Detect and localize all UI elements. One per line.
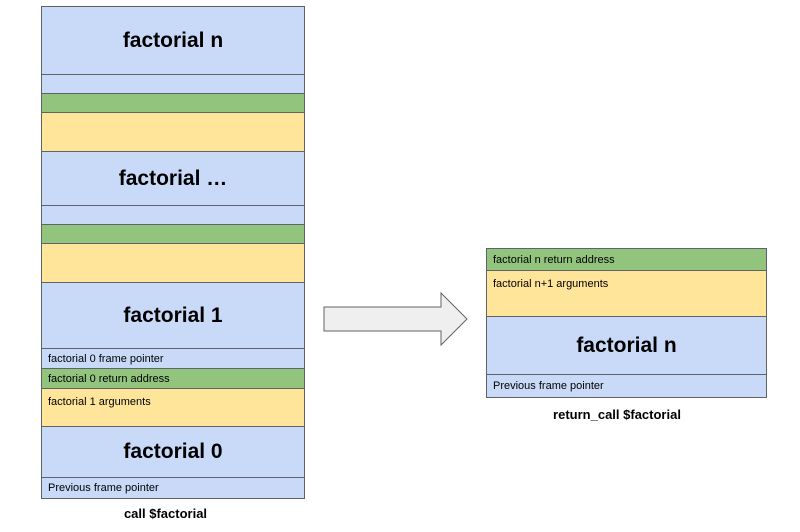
frame-factorial-ellipsis: factorial … — [41, 152, 305, 206]
frame-label: factorial 0 — [123, 440, 223, 463]
frame-label: factorial n — [122, 28, 224, 52]
return-address-slot — [41, 94, 305, 113]
frame-factorial-1: factorial 1 — [41, 283, 305, 349]
frame-factorial-n: factorial n — [486, 317, 767, 375]
frame-label: factorial … — [118, 166, 228, 190]
frame-pointer-slot — [41, 75, 305, 94]
frame-pointer-slot: factorial 0 frame pointer — [41, 349, 305, 369]
previous-frame-pointer-slot: Previous frame pointer — [41, 478, 305, 499]
right-caption: return_call $factorial — [553, 407, 681, 422]
slot-label: Previous frame pointer — [48, 482, 159, 494]
previous-frame-pointer-slot: Previous frame pointer — [486, 375, 767, 398]
slot-label: factorial n+1 arguments — [493, 278, 609, 290]
tail-call-stack-diagram: factorial n return address factorial n+1… — [486, 248, 767, 398]
frame-label: factorial n — [576, 333, 677, 357]
slot-label: Previous frame pointer — [493, 380, 604, 392]
left-caption: call $factorial — [123, 506, 208, 521]
slot-label: factorial 0 frame pointer — [48, 352, 164, 365]
arguments-slot — [41, 113, 305, 152]
arguments-slot: factorial 1 arguments — [41, 389, 305, 427]
frame-label: factorial 1 — [123, 303, 223, 327]
arguments-slot — [41, 244, 305, 283]
return-address-slot: factorial 0 return address — [41, 369, 305, 389]
call-stack-diagram: factorial n factorial … factorial 1 fact… — [41, 6, 305, 499]
arguments-slot: factorial n+1 arguments — [486, 271, 767, 317]
slot-label: factorial 0 return address — [48, 372, 170, 385]
frame-factorial-n: factorial n — [41, 6, 305, 75]
frame-factorial-0: factorial 0 — [41, 427, 305, 478]
slot-label: factorial n return address — [493, 253, 615, 266]
slot-label: factorial 1 arguments — [48, 396, 151, 408]
frame-pointer-slot — [41, 206, 305, 225]
return-address-slot: factorial n return address — [486, 248, 767, 271]
right-arrow-icon — [323, 292, 468, 346]
return-address-slot — [41, 225, 305, 244]
